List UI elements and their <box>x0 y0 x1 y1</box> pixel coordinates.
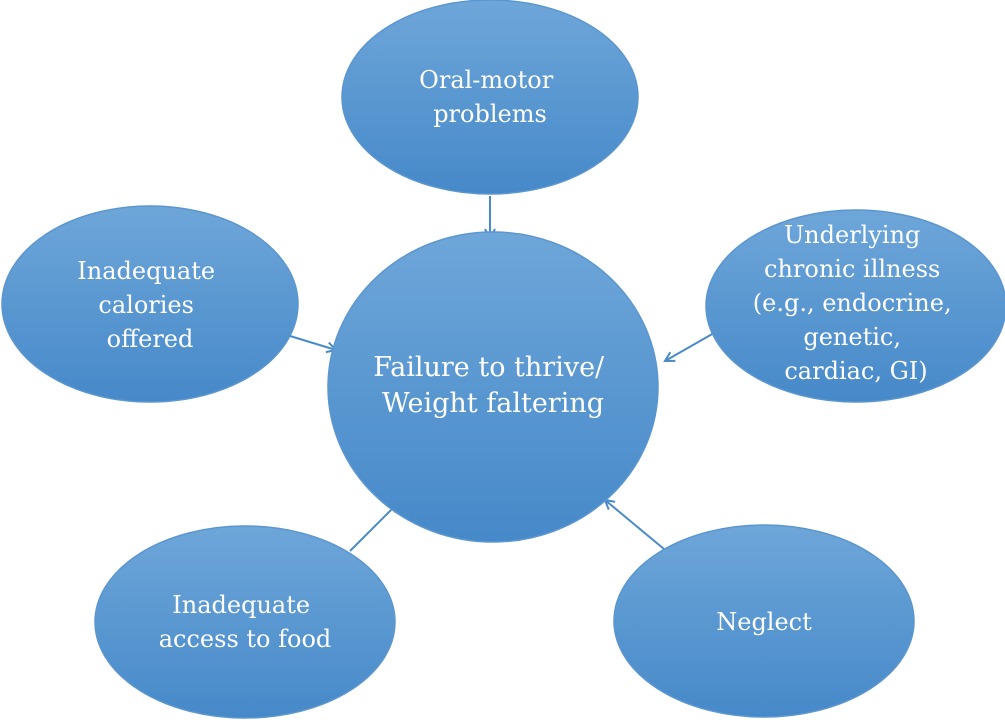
node-label-line: Weight faltering <box>382 388 604 419</box>
arrow-chronic-illness-to-center <box>665 332 715 361</box>
svg-text:Underlying chronic illne: Underlying chronic illness (e.g., endocr… <box>753 221 959 385</box>
node-label-line: Failure to thrive/ <box>373 352 605 383</box>
node-label-line: Inadequate <box>77 257 215 285</box>
node-label-line: (e.g., endocrine, <box>753 289 952 317</box>
node-neglect: Neglect <box>613 524 915 718</box>
arrow-inadequate-calories-to-center <box>289 335 336 350</box>
node-label-line: problems <box>433 100 547 128</box>
node-label-line: offered <box>107 325 194 353</box>
node-label-line: Underlying <box>784 221 920 249</box>
svg-text:Inadequate calories: Inadequate calories offered <box>77 257 222 353</box>
node-label-line: calories <box>98 291 194 319</box>
arrows <box>289 196 715 552</box>
node-label-line: Inadequate <box>172 591 310 619</box>
svg-text:Failure to thrive/ Weigh: Failure to thrive/ Weight faltering <box>373 352 613 419</box>
node-underlying-chronic-illness: Underlying chronic illness (e.g., endocr… <box>705 209 1005 403</box>
node-label-line: genetic, <box>803 323 901 351</box>
node-label-line: Neglect <box>716 608 812 636</box>
node-label-line: chronic illness <box>764 255 940 283</box>
svg-text:Inadequate access to foo: Inadequate access to food <box>159 591 332 653</box>
node-label-line: access to food <box>159 625 332 653</box>
node-oral-motor-problems: Oral-motor problems <box>341 0 639 195</box>
svg-text:Oral-motor problems: Oral-motor problems <box>419 66 561 128</box>
node-inadequate-access-to-food: Inadequate access to food <box>94 525 396 719</box>
svg-text:Neglect: Neglect <box>716 608 812 636</box>
node-center-failure-to-thrive: Failure to thrive/ Weight faltering <box>327 231 659 543</box>
node-inadequate-calories-offered: Inadequate calories offered <box>1 205 299 403</box>
arrow-neglect-to-center <box>605 500 665 550</box>
node-label-line: cardiac, GI) <box>784 357 927 385</box>
arrow-inadequate-access-to-center <box>349 503 398 552</box>
node-label-line: Oral-motor <box>419 66 554 94</box>
